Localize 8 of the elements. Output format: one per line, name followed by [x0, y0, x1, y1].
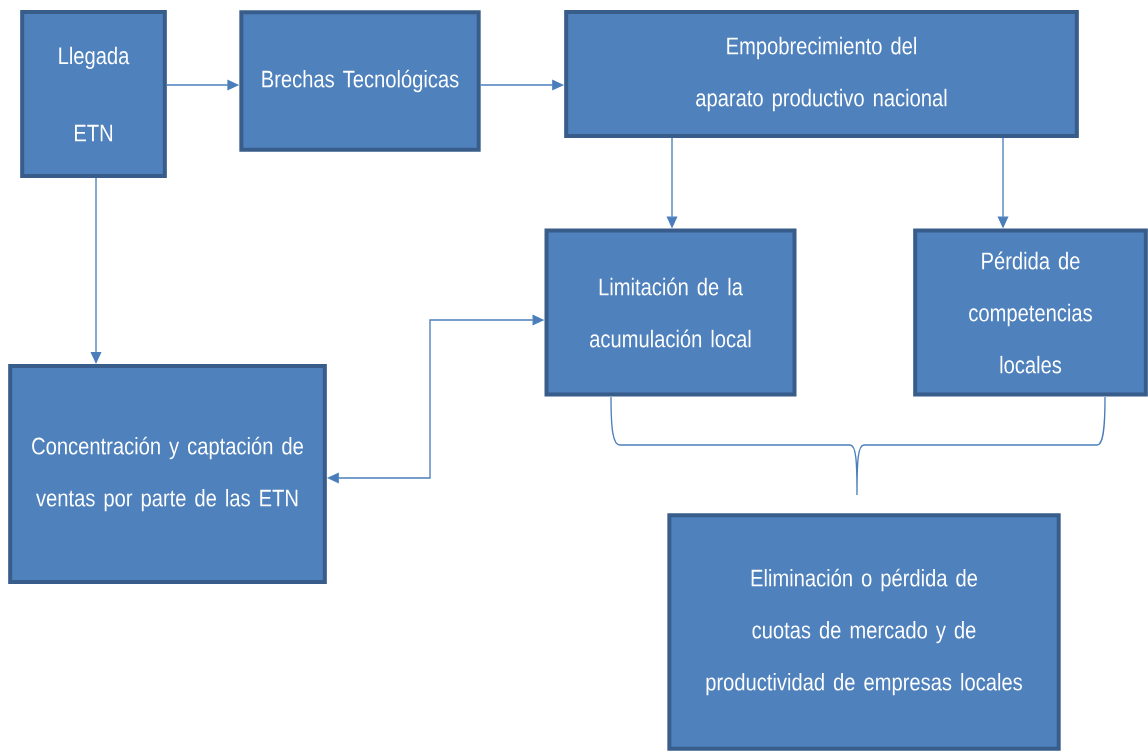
process-box: Limitación de la acumulación local: [544, 228, 797, 397]
process-box: Pérdida de competencias locales: [913, 228, 1148, 397]
process-box: Empobrecimiento del aparato productivo nacional: [564, 10, 1079, 138]
process-box: Concentración y captación de ventas por parte de las ETN: [8, 364, 327, 584]
process-box: Brechas Tecnológicas: [239, 10, 481, 152]
process-box: Eliminación o pérdida de cuotas de mercado y de productividad de empresas locales: [667, 513, 1061, 751]
arrow: [90, 177, 102, 364]
process-box: Llegada ETN: [20, 10, 167, 178]
